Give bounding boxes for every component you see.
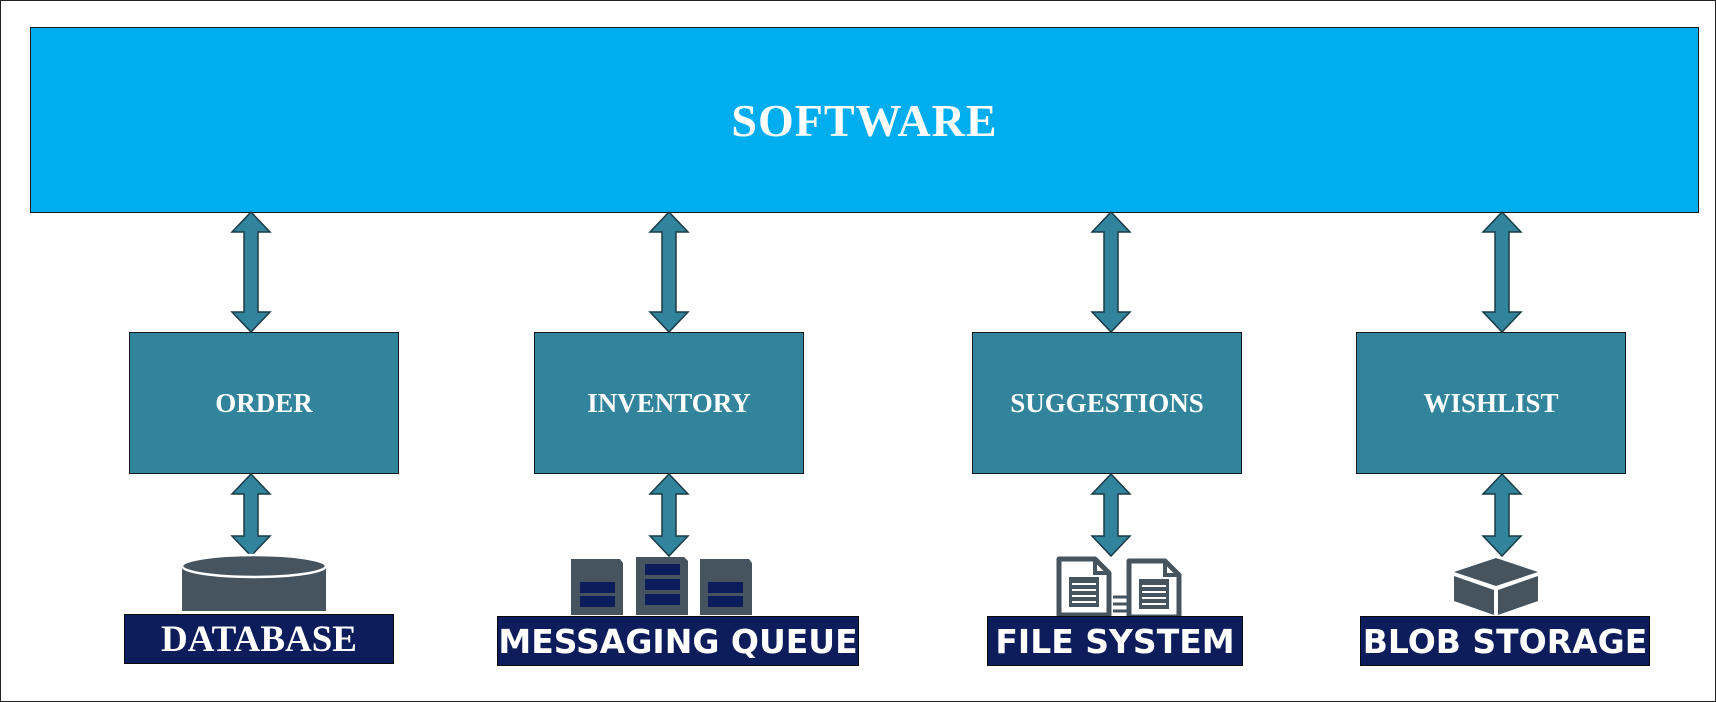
suggestions-service-label: SUGGESTIONS <box>1010 387 1204 418</box>
box-icon <box>1454 558 1538 615</box>
blob-storage-label: BLOB STORAGE <box>1362 621 1648 661</box>
order-service-box: ORDER <box>129 332 399 474</box>
wishlist-service-box: WISHLIST <box>1356 332 1626 474</box>
database-icon <box>180 553 328 611</box>
queue-connector-arrow <box>649 473 689 557</box>
inventory-connector-arrow <box>649 211 689 333</box>
messaging-queue-label-box: MESSAGING QUEUE <box>497 616 859 666</box>
database-label: DATABASE <box>160 618 357 660</box>
file-system-label: FILE SYSTEM <box>995 621 1235 661</box>
order-service-label: ORDER <box>215 387 313 418</box>
inventory-service-label: INVENTORY <box>587 387 751 418</box>
order-connector-arrow <box>231 211 271 333</box>
software-label: SOFTWARE <box>731 94 998 146</box>
filesystem-connector-arrow <box>1091 473 1131 557</box>
server-rack-icon <box>571 557 752 615</box>
database-label-box: DATABASE <box>124 614 394 664</box>
wishlist-service-label: WISHLIST <box>1423 387 1559 418</box>
database-connector-arrow <box>231 473 271 557</box>
wishlist-connector-arrow <box>1482 211 1522 333</box>
documents-icon <box>1059 559 1179 617</box>
messaging-queue-label: MESSAGING QUEUE <box>498 621 858 661</box>
inventory-service-box: INVENTORY <box>534 332 804 474</box>
suggestions-connector-arrow <box>1091 211 1131 333</box>
file-system-label-box: FILE SYSTEM <box>987 616 1243 666</box>
blob-storage-label-box: BLOB STORAGE <box>1360 616 1650 666</box>
suggestions-service-box: SUGGESTIONS <box>972 332 1242 474</box>
blob-connector-arrow <box>1482 473 1522 557</box>
software-box: SOFTWARE <box>30 27 1699 213</box>
